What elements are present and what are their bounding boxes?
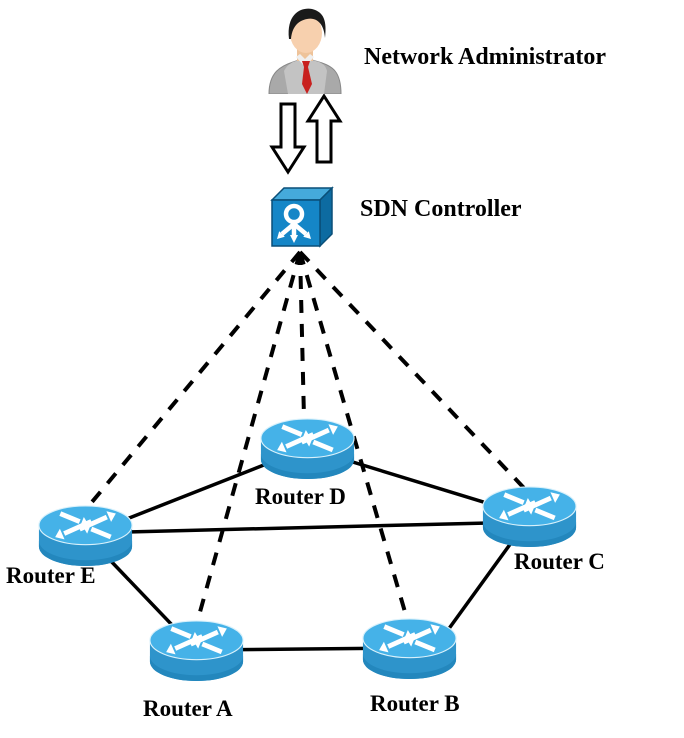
router-e-node — [37, 502, 134, 568]
arrow-down-icon — [269, 102, 307, 175]
person-icon — [263, 6, 347, 94]
router-c-label: Router C — [514, 549, 605, 574]
router-icon — [148, 617, 245, 683]
network-administrator-node — [263, 6, 347, 94]
router-icon — [481, 483, 578, 549]
router-a-label: Router A — [143, 696, 233, 721]
link-controller-router-c — [298, 250, 526, 490]
router-a-node — [148, 617, 245, 683]
router-b-label: Router B — [370, 691, 460, 716]
router-e-label: Router E — [6, 563, 96, 588]
router-icon — [361, 615, 458, 681]
router-d-node — [259, 415, 356, 481]
arrow-up-icon — [305, 93, 343, 164]
router-b-node — [361, 615, 458, 681]
router-icon — [259, 415, 356, 481]
controller-cube-icon — [268, 186, 334, 250]
sdn-controller-node — [268, 186, 334, 250]
link-router-e-c — [85, 520, 530, 535]
link-controller-router-e — [90, 250, 302, 504]
router-c-node — [481, 483, 578, 549]
sdn-controller-label: SDN Controller — [360, 196, 522, 222]
link-controller-router-d — [298, 251, 306, 419]
router-d-label: Router D — [255, 484, 346, 509]
network-administrator-label: Network Administrator — [364, 44, 606, 70]
link-controller-router-b — [298, 251, 407, 613]
admin-controller-arrows — [269, 93, 343, 175]
control-links-dashed — [90, 250, 526, 613]
router-icon — [37, 502, 134, 568]
